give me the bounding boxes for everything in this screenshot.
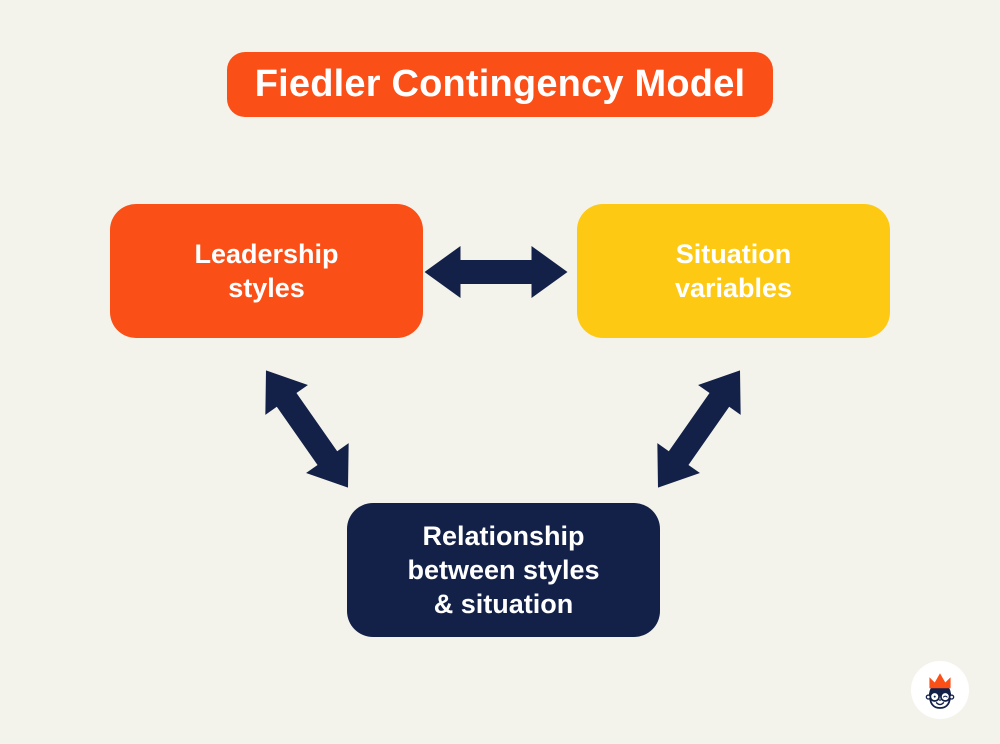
node-relationship-styles-situation: Relationship between styles & situation [347,503,660,637]
node-situation-variables-label: Situation variables [674,239,793,303]
genius-mascot-logo [911,661,969,719]
node-leadership-styles-label: Leadership styles [194,239,339,303]
title-banner: Fiedler Contingency Model [227,52,773,117]
double-arrow-leadership-situation-icon [424,246,568,298]
node-relationship-styles-situation-label: Relationship between styles & situation [407,521,600,619]
node-situation-variables: Situation variables [577,204,890,338]
genius-mascot-icon [925,673,955,709]
page-title: Fiedler Contingency Model [254,63,746,105]
double-arrow-situation-relationship-icon [636,355,762,503]
double-arrow-leadership-relationship-icon [244,355,370,503]
node-leadership-styles: Leadership styles [110,204,423,338]
